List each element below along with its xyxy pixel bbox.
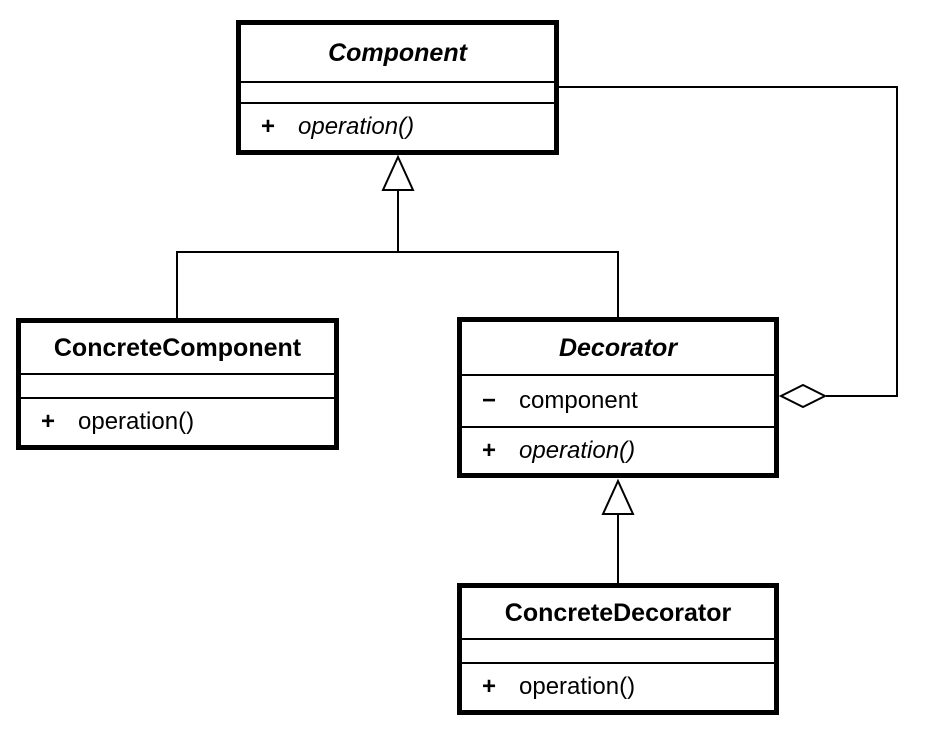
class-title: ConcreteDecorator (462, 588, 774, 640)
attributes-compartment (21, 375, 334, 399)
class-title: Decorator (462, 322, 774, 376)
visibility-symbol: − (482, 387, 497, 414)
aggregation-line-decorator-component (558, 86, 898, 397)
generalization-triangle-decorator (601, 478, 635, 515)
visibility-symbol: + (482, 673, 497, 700)
methods-compartment: + operation() (21, 399, 334, 445)
visibility-symbol: + (482, 436, 497, 464)
class-box-concrete-component: ConcreteComponent + operation() (16, 318, 339, 450)
attributes-compartment (241, 83, 554, 104)
class-title: ConcreteComponent (21, 323, 334, 375)
visibility-symbol: + (261, 113, 276, 140)
attribute-row: − component (462, 387, 774, 415)
method-row: + operation() (462, 673, 774, 701)
attributes-compartment: − component (462, 376, 774, 428)
methods-compartment: + operation() (462, 664, 774, 710)
visibility-symbol: + (41, 408, 56, 435)
class-box-concrete-decorator: ConcreteDecorator + operation() (457, 583, 779, 715)
method-signature: operation() (519, 436, 636, 464)
class-box-decorator: Decorator − component + operation() (457, 317, 779, 478)
methods-compartment: + operation() (241, 104, 554, 150)
method-row: + operation() (462, 437, 774, 465)
attribute-name: component (519, 387, 638, 414)
method-row: + operation() (21, 408, 334, 436)
aggregation-diamond (778, 383, 828, 409)
method-signature: operation() (298, 113, 415, 140)
class-box-component: Component + operation() (236, 20, 559, 155)
methods-compartment: + operation() (462, 428, 774, 473)
generalization-triangle-component (381, 154, 415, 191)
method-signature: operation() (78, 408, 195, 435)
class-title: Component (241, 25, 554, 83)
method-signature: operation() (519, 673, 636, 700)
generalization-line-children-to-component (176, 251, 619, 318)
attributes-compartment (462, 640, 774, 664)
method-row: + operation() (241, 113, 554, 141)
